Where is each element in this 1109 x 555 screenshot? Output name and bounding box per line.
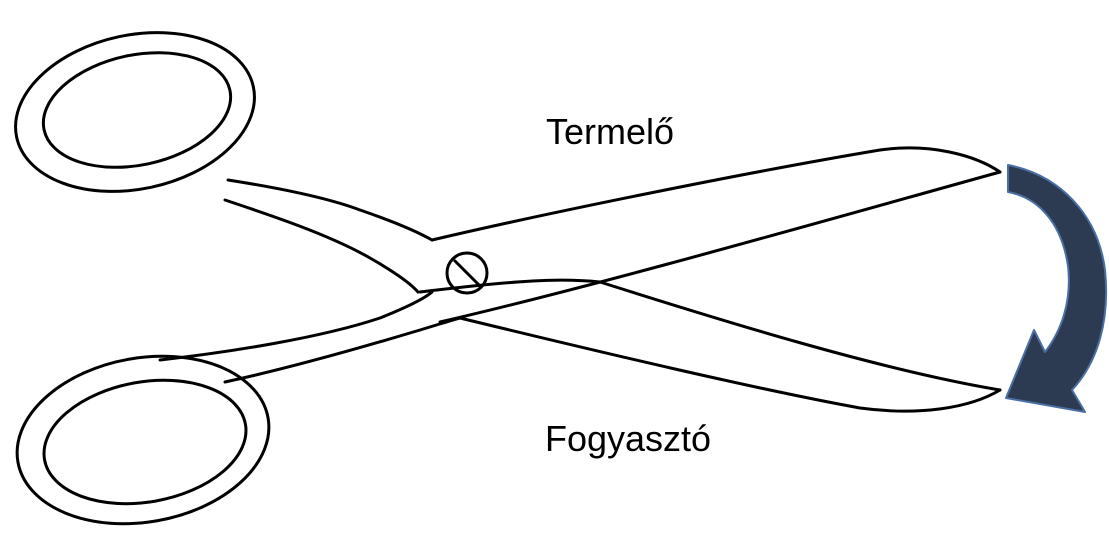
upper-handle-inner bbox=[41, 51, 233, 169]
lower-handle-inner bbox=[42, 378, 248, 506]
pivot-screw bbox=[445, 251, 489, 295]
upper-blade bbox=[430, 146, 1002, 242]
upper-shank bbox=[226, 178, 434, 242]
arrow-body bbox=[1005, 164, 1108, 413]
scissors-icon bbox=[14, 31, 1002, 526]
lower-blade bbox=[418, 278, 1002, 392]
curved-arrow-icon bbox=[1005, 164, 1108, 413]
lower-handle-outer bbox=[15, 354, 271, 526]
lower-blade-edge bbox=[458, 316, 1002, 413]
upper-shank-lower-edge bbox=[223, 198, 420, 294]
upper-blade-edge bbox=[438, 170, 1002, 324]
lower-shank bbox=[158, 290, 434, 362]
producer-label: Termelő bbox=[546, 111, 675, 152]
consumer-label: Fogyasztó bbox=[545, 418, 712, 459]
pivot-slot bbox=[453, 259, 483, 289]
upper-handle-outer bbox=[14, 31, 256, 193]
